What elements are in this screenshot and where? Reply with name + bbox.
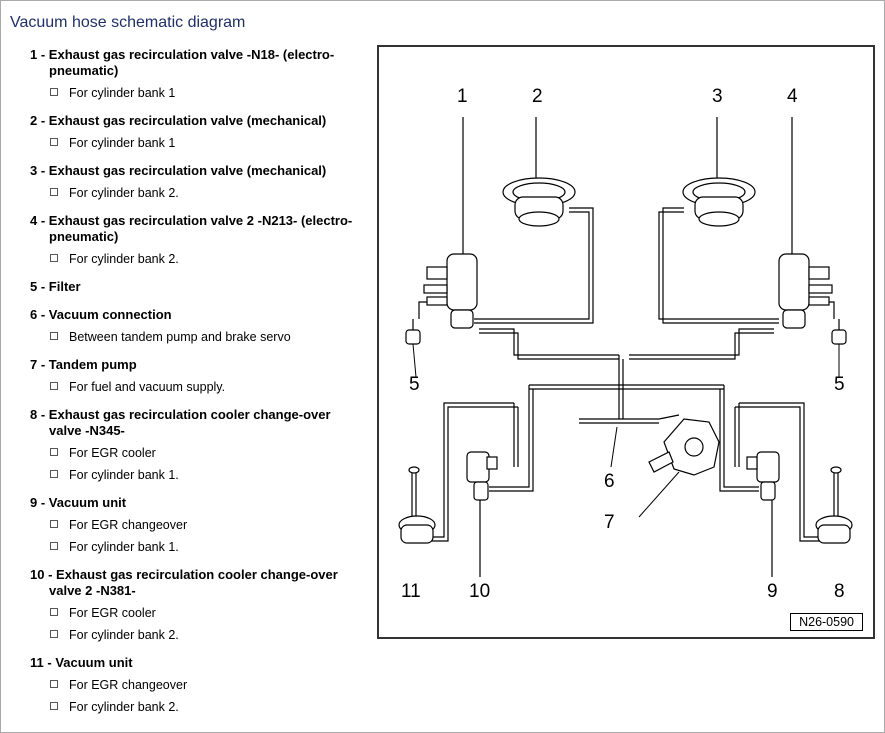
legend-subitem: For EGR changeover [50,677,187,693]
vacuum-hoses [418,207,835,542]
vacuum-unit-bank2 [398,466,436,544]
legend-item: 2 - Exhaust gas recirculation valve (mec… [30,113,327,128]
vacuum-unit-bank1 [815,466,853,544]
egr-valve-mechanical-bank1 [502,117,576,227]
label-11: 11 [401,581,421,602]
legend-item: 1 - Exhaust gas recirculation valve -N18… [30,47,335,78]
checkbox-bullet-icon [50,138,58,146]
checkbox-bullet-icon [50,542,58,550]
label-5-right: 5 [834,374,845,395]
label-6: 6 [604,471,615,492]
page-title: Vacuum hose schematic diagram [10,14,246,31]
legend-subitem: Between tandem pump and brake servo [50,329,291,345]
legend-subitem: For cylinder bank 2. [50,251,179,267]
legend-subitem: For cylinder bank 1. [50,539,179,555]
legend-item: 11 - Vacuum unit [30,655,133,670]
checkbox-bullet-icon [50,702,58,710]
label-4: 4 [787,86,798,107]
legend-subitem: For EGR cooler [50,445,156,461]
legend-subitem: For cylinder bank 2. [50,627,179,643]
checkbox-bullet-icon [50,88,58,96]
label-10: 10 [469,581,490,602]
filter-left [405,319,421,345]
egr-cooler-changeover-valve-n381 [466,451,498,577]
egr-valve-n213 [778,117,833,329]
legend-item: 4 - Exhaust gas recirculation valve 2 -N… [30,213,353,244]
checkbox-bullet-icon [50,608,58,616]
figure-reference: N26-0590 [790,613,863,631]
legend-subitem: For EGR changeover [50,517,187,533]
label-2: 2 [532,86,543,107]
legend-item: 7 - Tandem pump [30,357,137,372]
schematic-diagram: 1 2 3 4 5 5 6 7 11 10 9 8 N26-0590 [377,45,875,639]
checkbox-bullet-icon [50,680,58,688]
label-1: 1 [457,86,468,107]
checkbox-bullet-icon [50,382,58,390]
label-7: 7 [604,512,615,533]
egr-valve-mechanical-bank2 [682,117,756,227]
schematic-drawing: 1 2 3 4 5 5 6 7 11 10 9 8 [398,86,853,602]
label-3: 3 [712,86,723,107]
checkbox-bullet-icon [50,332,58,340]
filter-right [831,319,847,345]
tandem-pump [648,418,720,476]
label-5-left: 5 [409,374,420,395]
legend-list: 1 - Exhaust gas recirculation valve -N18… [0,0,370,733]
egr-valve-n18 [423,117,478,329]
legend-subitem: For fuel and vacuum supply. [50,379,225,395]
checkbox-bullet-icon [50,254,58,262]
legend-subitem: For cylinder bank 2. [50,699,179,715]
legend-subitem: For cylinder bank 1. [50,467,179,483]
label-9: 9 [767,581,778,602]
legend-item: 8 - Exhaust gas recirculation cooler cha… [30,407,331,438]
leader-lines [412,343,840,518]
legend-item: 3 - Exhaust gas recirculation valve (mec… [30,163,327,178]
legend-item: 5 - Filter [30,279,81,294]
legend-subitem: For cylinder bank 1 [50,85,175,101]
label-8: 8 [834,581,845,602]
checkbox-bullet-icon [50,448,58,456]
legend-item: 10 - Exhaust gas recirculation cooler ch… [30,567,338,598]
legend-subitem: For cylinder bank 2. [50,185,179,201]
checkbox-bullet-icon [50,188,58,196]
legend-item: 6 - Vacuum connection [30,307,172,322]
checkbox-bullet-icon [50,520,58,528]
legend-subitem: For cylinder bank 1 [50,135,175,151]
egr-cooler-changeover-valve-n345 [746,451,780,577]
checkbox-bullet-icon [50,470,58,478]
legend-item: 9 - Vacuum unit [30,495,127,510]
checkbox-bullet-icon [50,630,58,638]
legend-subitem: For EGR cooler [50,605,156,621]
